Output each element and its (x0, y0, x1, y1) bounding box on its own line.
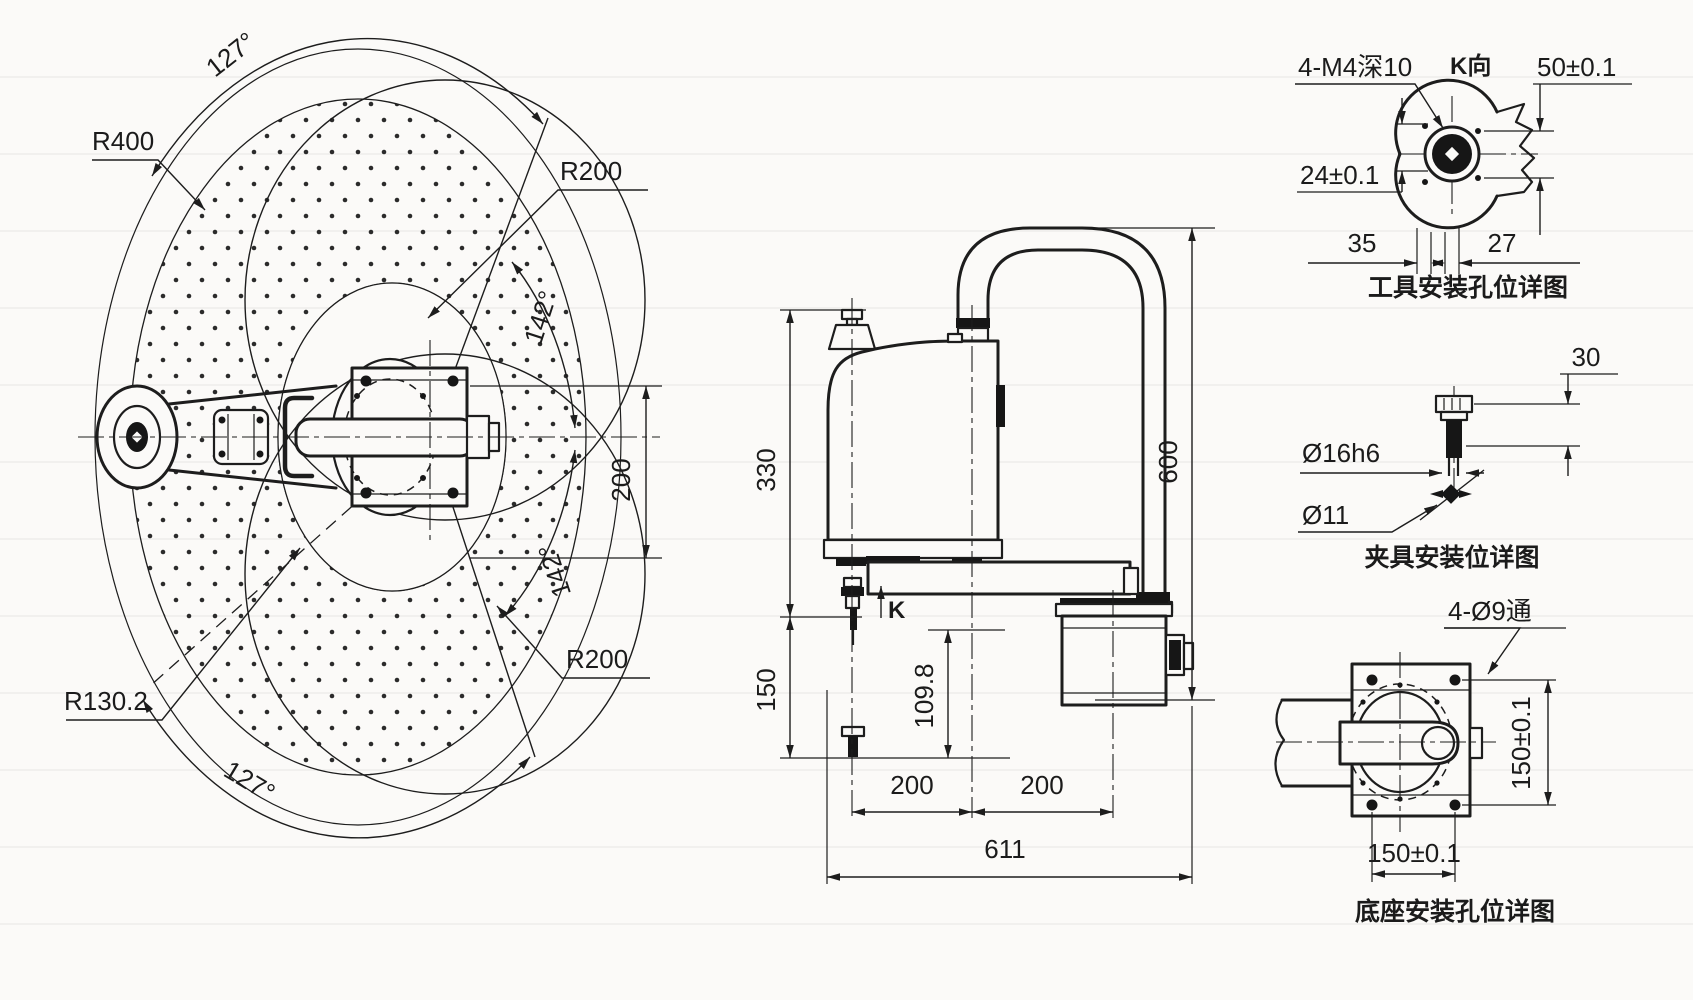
base-shaft-cap (1420, 725, 1456, 761)
label-angle-top: 127° (200, 26, 261, 83)
cable-tube-inner (986, 248, 1145, 594)
base-cap (1054, 602, 1174, 618)
pin-collar (1439, 410, 1469, 422)
base-gasket (1060, 598, 1168, 605)
caption-gripper-detail: 夹具安装位详图 (1364, 543, 1539, 572)
label-27: 27 (1488, 228, 1517, 258)
label-611: 611 (984, 834, 1025, 864)
base-bolt (1366, 799, 1378, 811)
label-109-8: 109.8 (909, 663, 939, 728)
label-600: 600 (1153, 440, 1183, 483)
label-r400: R400 (92, 126, 154, 156)
base-bolt (1449, 799, 1461, 811)
caption-tool-detail: 工具安装孔位详图 (1368, 273, 1568, 302)
leader-r400 (92, 159, 206, 211)
label-r130: R130.2 (64, 686, 148, 716)
tool-flange-break-edge (1496, 102, 1536, 198)
label-150-horizontal: 150±0.1 (1367, 838, 1461, 868)
tool-bolt-cap (840, 725, 866, 738)
tube-fitting-top (956, 318, 990, 328)
tube-fitting-bottom (1136, 592, 1170, 602)
screw-shaft (850, 608, 857, 630)
leader-r130 (66, 547, 301, 721)
arc-127-top (151, 37, 544, 177)
base-connector-dark (1169, 640, 1181, 670)
tool-bolt-stem (848, 736, 858, 757)
flange-bolt (447, 375, 459, 387)
top-view-work-envelope: 127° 127° R400 R200 R200 R130.2 142° 142… (64, 26, 662, 839)
detail-base-mount: 4-Ø9通 150±0.1 150±0.1 底座安装孔位详图 (1274, 596, 1566, 926)
leader-r200-bottom (496, 605, 650, 679)
detail-tool-mount: 4-M4深10 K向 50±0.1 24±0.1 35 27 工具安装孔位详图 (1295, 52, 1632, 302)
label-4d9: 4-Ø9通 (1448, 596, 1532, 626)
body-foot-left (836, 558, 866, 566)
base-bolt (1366, 674, 1378, 686)
lobe-arc-bottom (244, 353, 646, 795)
label-200-left: 200 (890, 770, 933, 800)
flange-bolt (447, 487, 459, 499)
link-edge-bottom (167, 468, 338, 490)
lobe-arc-top (244, 79, 646, 521)
label-24: 24±0.1 (1300, 160, 1379, 190)
label-30: 30 (1572, 342, 1601, 372)
label-200-right: 200 (1020, 770, 1063, 800)
side-view-elevation: K 330 150 109.8 200 200 611 600 (751, 226, 1215, 884)
label-angle-bottom: 127° (219, 754, 281, 807)
base-side-tab (1468, 726, 1484, 760)
pin-shank (1446, 420, 1462, 458)
label-200-vertical: 200 (606, 458, 636, 501)
label-4m4: 4-M4深10 (1298, 52, 1412, 82)
body-bottom-flange (822, 538, 1004, 560)
leader-4m4 (1295, 83, 1444, 129)
tool-hub-key (1444, 146, 1460, 162)
caption-base-detail: 底座安装孔位详图 (1355, 897, 1555, 926)
arc-142-top (511, 261, 578, 429)
label-k-view: K向 (1450, 52, 1491, 80)
label-35: 35 (1348, 228, 1377, 258)
pin-head (1434, 394, 1474, 414)
leader-r200-top (427, 189, 648, 319)
tool-flange-outline (1394, 78, 1499, 230)
locating-pin-diamond (1441, 484, 1461, 504)
label-r200-top: R200 (560, 156, 622, 186)
label-d16h6: Ø16h6 (1302, 438, 1380, 468)
link-step (1122, 566, 1140, 596)
flange-bolt (360, 375, 372, 387)
arc-142-bottom (504, 449, 578, 617)
base-block (1060, 614, 1168, 707)
link-edge-top (167, 384, 338, 406)
detail-gripper-mount: 30 Ø16h6 Ø11 夹具安装位详图 (1298, 342, 1618, 572)
label-150: 150 (751, 668, 781, 711)
label-k: K (888, 597, 906, 624)
arm-break-wave (1274, 699, 1286, 787)
link-lip (866, 556, 920, 564)
cable-tube-outer (956, 226, 1167, 594)
arc-127-bottom (142, 699, 531, 839)
body-top-sensor (946, 332, 964, 344)
label-150-vertical: 150±0.1 (1506, 696, 1536, 790)
leader-d11 (1298, 504, 1438, 533)
label-50: 50±0.1 (1537, 52, 1616, 82)
label-d11: Ø11 (1302, 500, 1349, 530)
lower-link-plate (866, 560, 1132, 596)
label-r200-bottom: R200 (566, 644, 628, 674)
label-330: 330 (751, 448, 781, 491)
base-bolt (1449, 674, 1461, 686)
body-side-tab (996, 385, 1005, 427)
flange-bolt (360, 487, 372, 499)
